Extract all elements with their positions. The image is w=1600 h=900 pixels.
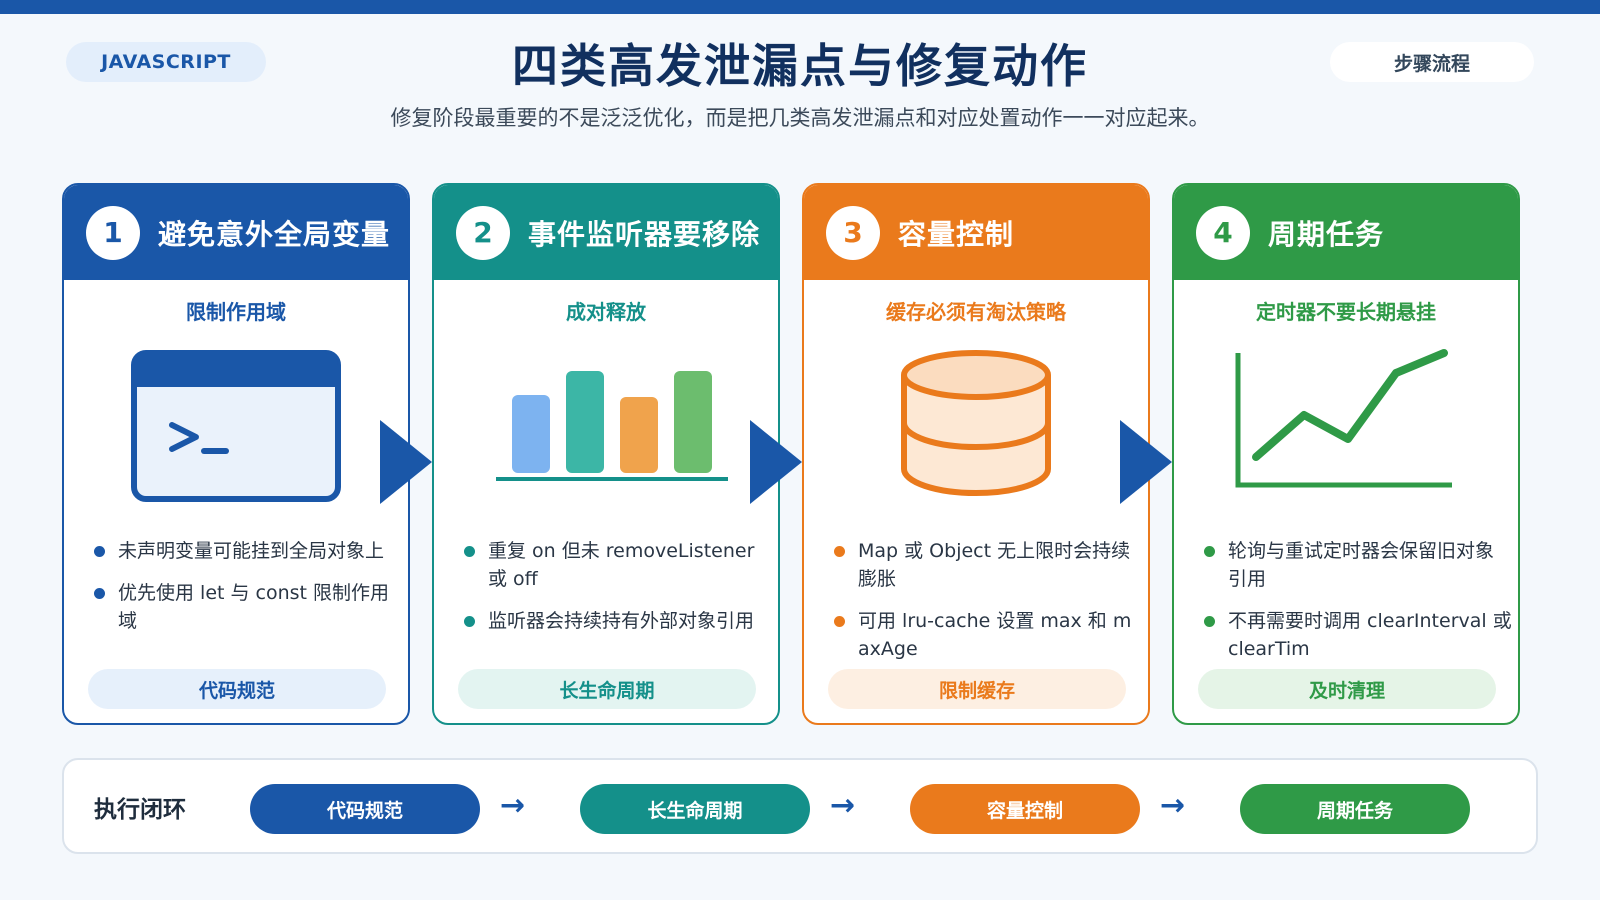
page-title: 四类高发泄漏点与修复动作 — [512, 39, 1088, 93]
card-tag-pill: 及时清理 — [1198, 669, 1496, 709]
card-subtitle: 定时器不要长期悬挂 — [1256, 300, 1436, 324]
card-tag-pill: 长生命周期 — [458, 669, 756, 709]
bullet-item: 可用 lru-cache 设置 max 和 maxAge — [832, 607, 1142, 663]
card-tag-pill: 限制缓存 — [828, 669, 1126, 709]
bullet-item: 优先使用 let 与 const 限制作用域 — [92, 579, 402, 635]
terminal-window-icon — [131, 350, 341, 502]
card-title: 周期任务 — [1268, 217, 1385, 251]
loop-label: 执行闭环 — [94, 797, 186, 823]
loop-step-code-standard: 代码规范 — [250, 784, 480, 834]
card-header: 3 容量控制 — [804, 185, 1148, 280]
step-number: 2 — [456, 205, 510, 260]
bullet-item: 重复 on 但未 removeListener 或 off — [462, 537, 772, 593]
loop-step-long-lifecycle: 长生命周期 — [580, 784, 810, 834]
step-number: 4 — [1196, 205, 1250, 260]
arrow-right-icon: → — [830, 788, 856, 823]
bullet-item: 轮询与重试定时器会保留旧对象引用 — [1202, 537, 1512, 593]
card-header: 4 周期任务 — [1174, 185, 1518, 280]
bullet-item: 监听器会持续持有外部对象引用 — [462, 607, 772, 635]
card-periodic-tasks: 4 周期任务 定时器不要长期悬挂 轮询与重试定时器会保留旧对象引用 不再需要时调… — [1172, 183, 1520, 725]
card-subtitle: 成对释放 — [566, 300, 646, 324]
bullet-item: Map 或 Object 无上限时会持续膨胀 — [832, 537, 1142, 593]
card-title: 事件监听器要移除 — [528, 217, 761, 251]
arrow-right-icon: → — [500, 788, 526, 823]
bullet-item: 不再需要时调用 clearInterval 或 clearTim — [1202, 607, 1512, 663]
type-tag: 步骤流程 — [1330, 42, 1534, 82]
bar-chart-icon — [496, 371, 728, 481]
bullet-item: 未声明变量可能挂到全局对象上 — [92, 537, 402, 565]
loop-step-periodic-tasks: 周期任务 — [1240, 784, 1470, 834]
category-tag: JAVASCRIPT — [66, 42, 266, 82]
loop-step-capacity-control: 容量控制 — [910, 784, 1140, 834]
card-tag-pill: 代码规范 — [88, 669, 386, 709]
step-number: 3 — [826, 205, 880, 260]
flow-arrow-icon — [380, 420, 432, 504]
card-subtitle: 缓存必须有淘汰策略 — [886, 300, 1066, 324]
card-global-variables: 1 避免意外全局变量 限制作用域 未声明变量可能挂到全局对象上 优先使用 let… — [62, 183, 410, 725]
card-subtitle: 限制作用域 — [186, 300, 286, 324]
card-header: 1 避免意外全局变量 — [64, 185, 408, 280]
line-chart-icon — [1235, 349, 1452, 488]
card-title: 容量控制 — [898, 217, 1015, 251]
card-title: 避免意外全局变量 — [158, 217, 391, 251]
execution-loop-panel: 执行闭环 代码规范 → 长生命周期 → 容量控制 → 周期任务 — [62, 758, 1538, 854]
card-capacity-control: 3 容量控制 缓存必须有淘汰策略 Map 或 Object 无上限时会持续膨胀 … — [802, 183, 1150, 725]
step-number: 1 — [86, 205, 140, 260]
page-subtitle: 修复阶段最重要的不是泛泛优化，而是把几类高发泄漏点和对应处置动作一一对应起来。 — [390, 106, 1210, 130]
database-icon — [901, 350, 1051, 496]
flow-arrow-icon — [750, 420, 802, 504]
card-event-listeners: 2 事件监听器要移除 成对释放 重复 on 但未 removeListener … — [432, 183, 780, 725]
card-header: 2 事件监听器要移除 — [434, 185, 778, 280]
flow-arrow-icon — [1120, 420, 1172, 504]
top-accent-bar — [0, 0, 1600, 14]
arrow-right-icon: → — [1160, 788, 1186, 823]
